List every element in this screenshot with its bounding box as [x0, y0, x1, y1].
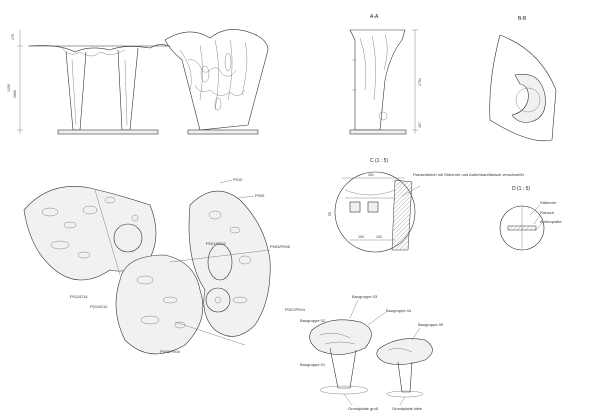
label-bg01: Baugruppe 01: [300, 362, 326, 367]
label-bg03: Baugruppe 03: [352, 294, 378, 299]
detail-c: C (1 : 5) 281 55 100 100 Flanschblech mi…: [328, 158, 525, 253]
dim-cc-b1: 100: [358, 235, 364, 239]
label-p009: P009: [255, 193, 265, 198]
label-aussenplatte: Außenplatte: [540, 219, 562, 224]
detail-c-title: C (1 : 5): [370, 158, 388, 164]
front-elevation: 476 1450 2866: [7, 30, 170, 135]
label-p010: P010: [233, 177, 243, 182]
label-p003: P003/P006: [270, 244, 291, 249]
dim-cc-top: 281: [368, 173, 374, 177]
section-aa: A-A 2754 407: [349, 14, 422, 135]
label-p012: P011/D12: [90, 304, 108, 309]
label-gp-gross: Grundplatte groß: [348, 406, 379, 411]
flange-note: Flanschblech mit Stützrohr und Außenhaut…: [413, 172, 525, 177]
dim-top: 476: [11, 34, 15, 40]
dim-leg: 2866: [13, 90, 17, 98]
dim-aa-base: 407: [418, 122, 422, 128]
dim-aa-height: 2754: [418, 78, 422, 86]
assembly-view: Baugruppe 03 Baugruppe 04 Baugruppe 02 B…: [300, 294, 444, 411]
dim-total: 1450: [7, 84, 11, 92]
section-bb: B-B: [489, 16, 557, 142]
label-bg04: Baugruppe 04: [386, 308, 412, 313]
section-aa-title: A-A: [370, 14, 379, 20]
dim-cc-side: 55: [328, 212, 332, 216]
plan-view: P010 P009 P001/P002 P003/P006 P007/P004 …: [23, 177, 306, 355]
side-elevation: [164, 29, 269, 135]
label-p007: P007/P004: [285, 307, 306, 312]
label-stuetzrohr: Stützrohr: [540, 200, 557, 205]
label-bg05: Baugruppe 05: [418, 322, 444, 327]
label-p011: P011/D14: [70, 294, 88, 299]
label-p001: P001/P002: [206, 241, 227, 246]
label-p005: P005/P004: [160, 349, 181, 354]
detail-d-title: D (1 : 5): [512, 186, 530, 192]
detail-d: D (1 : 5) Stützrohr Flansch Außenplatte: [499, 186, 562, 251]
label-flansch: Flansch: [540, 210, 554, 215]
dim-cc-b2: 100: [376, 235, 382, 239]
label-bg02: Baugruppe 02: [300, 318, 326, 323]
label-gp-klein: Grundplatte klein: [392, 406, 422, 411]
section-bb-title: B-B: [518, 16, 527, 22]
